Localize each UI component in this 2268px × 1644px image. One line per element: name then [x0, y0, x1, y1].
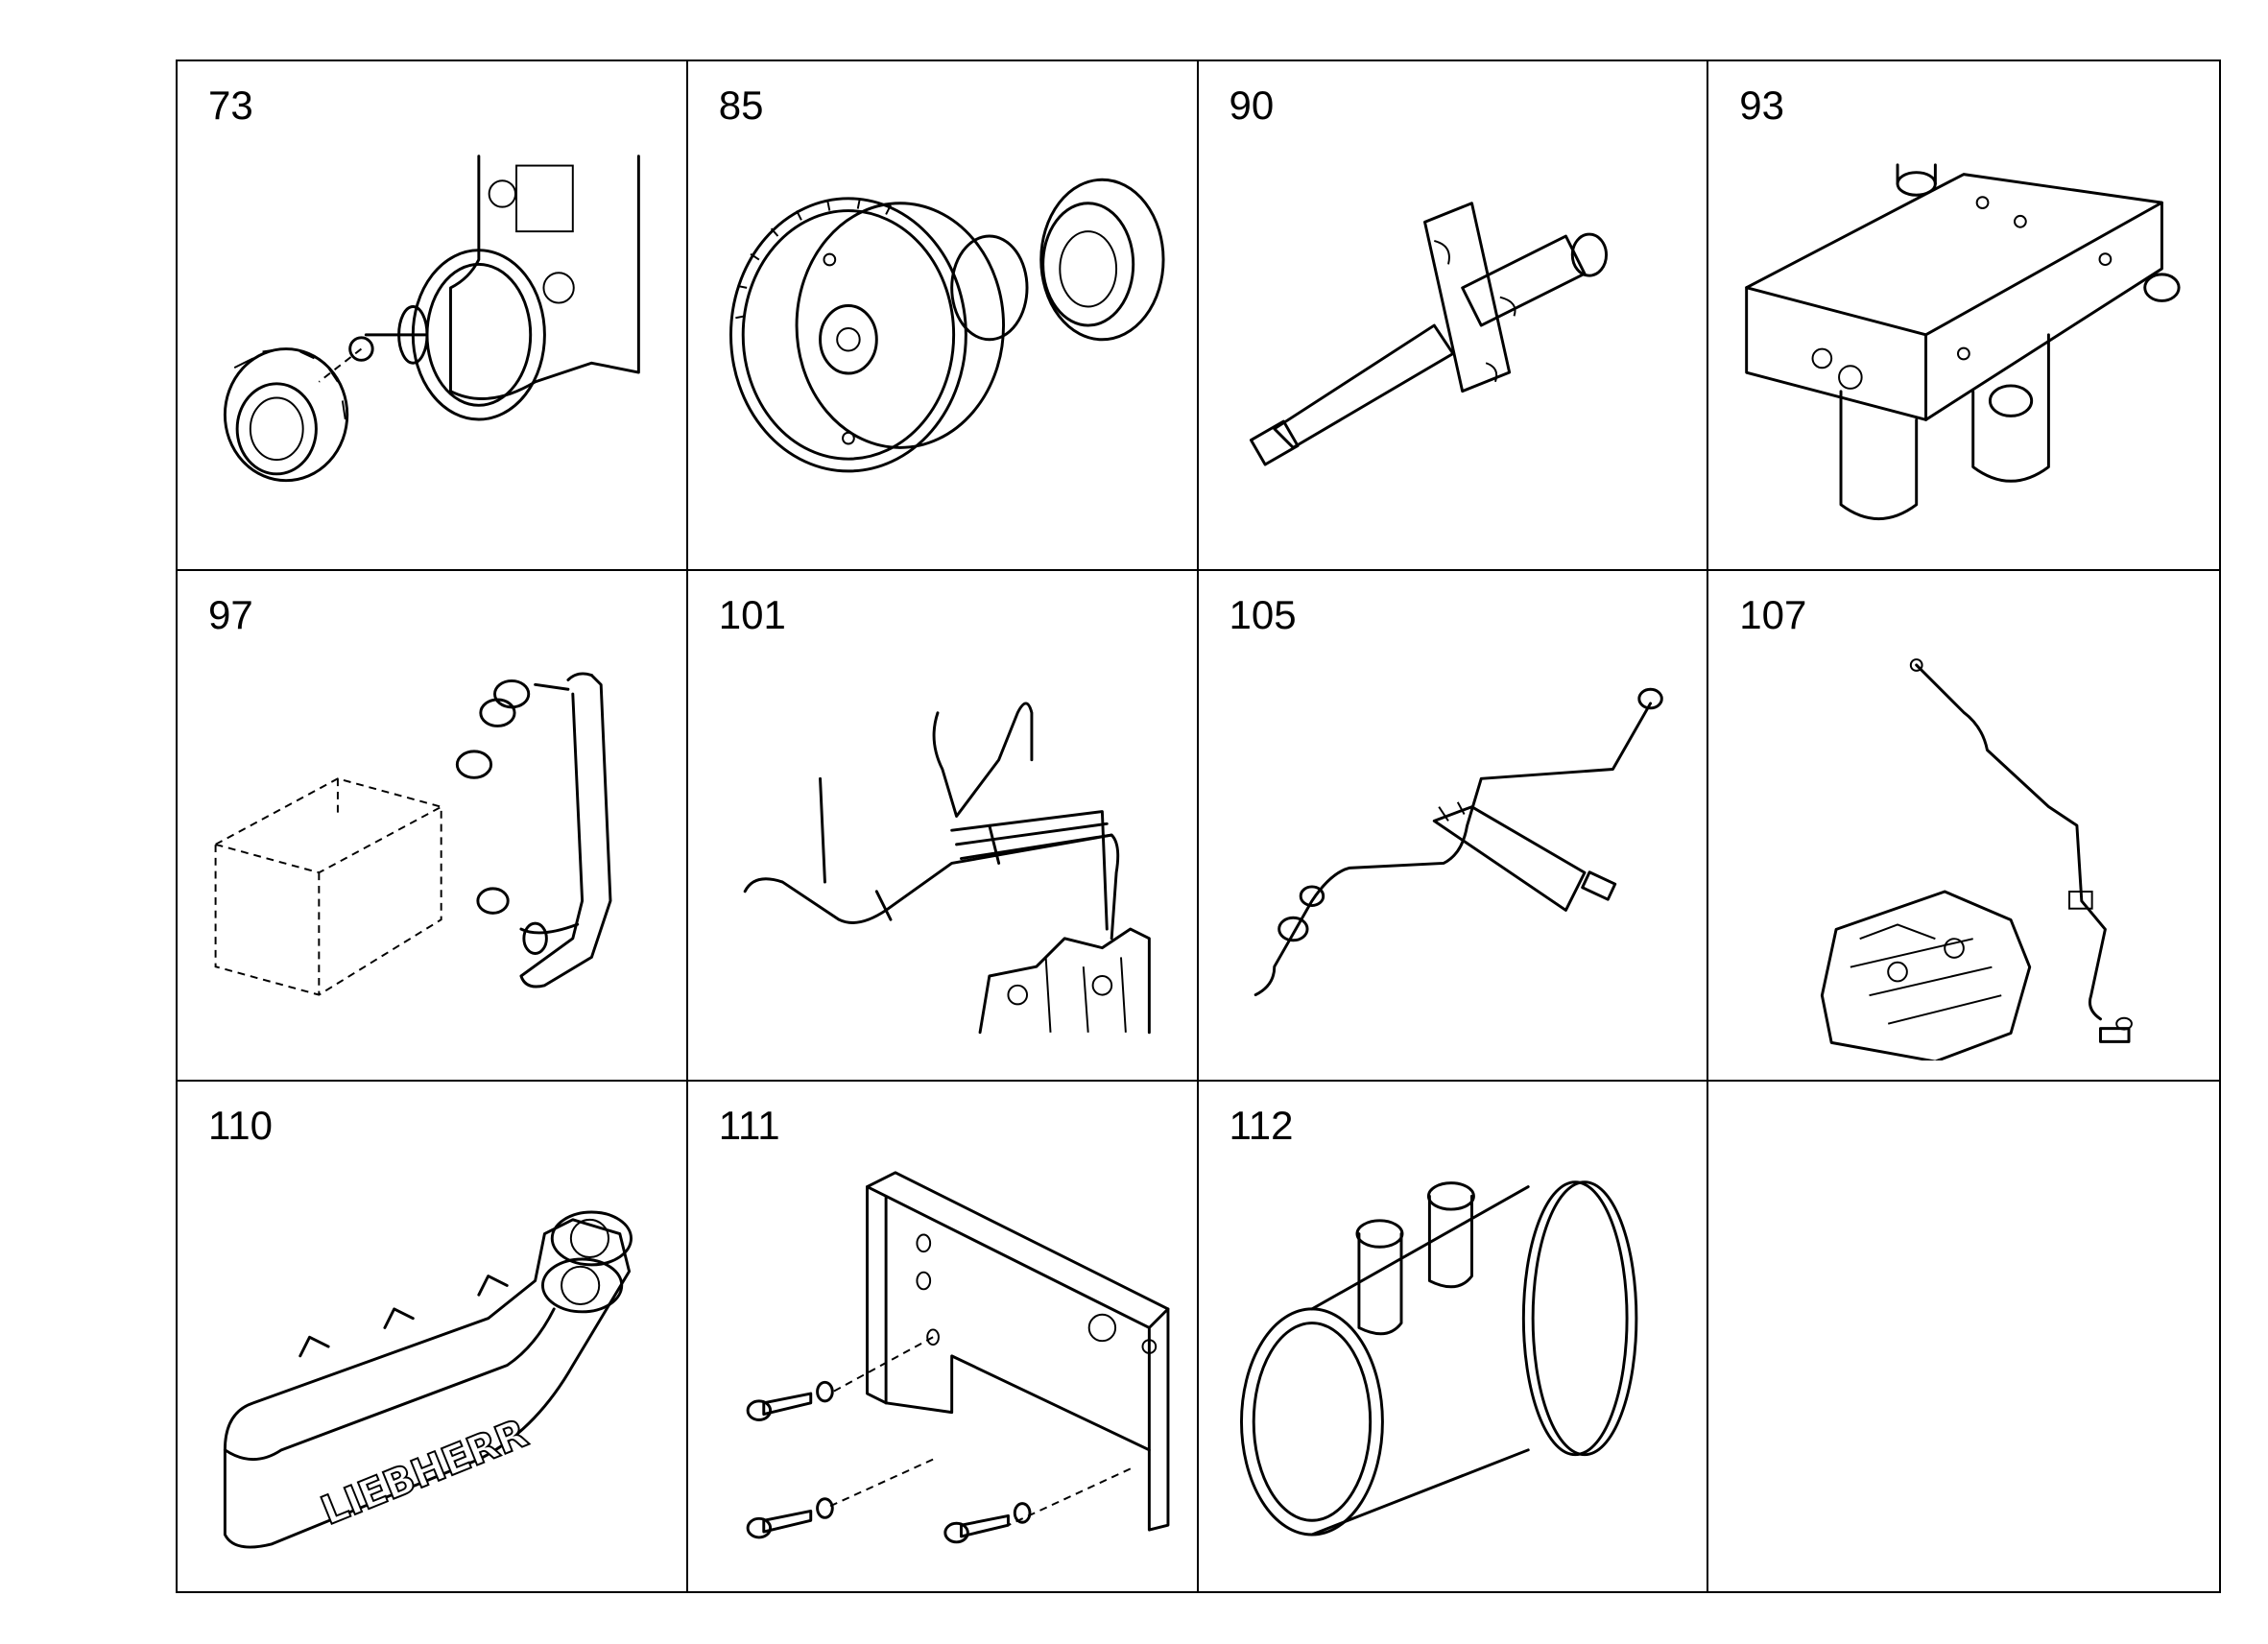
part-cell-111[interactable]: 111 — [688, 1081, 1199, 1591]
part-number: 101 — [718, 592, 786, 638]
part-cell-97[interactable]: 97 — [178, 571, 688, 1082]
part-cell-90[interactable]: 90 — [1198, 61, 1709, 572]
injection-lines-icon — [743, 702, 1151, 1035]
part-cell-107[interactable]: 107 — [1708, 571, 2219, 1082]
part-cell-110[interactable]: 110 LIEBHERR — [178, 1081, 688, 1591]
part-cell-101[interactable]: 101 — [687, 571, 1199, 1082]
part-number: 85 — [718, 83, 764, 128]
empty-cell — [1708, 1082, 2219, 1591]
part-cell-73[interactable]: 73 — [178, 61, 688, 572]
hose-adapter-icon — [1239, 1179, 1637, 1537]
valve-block-icon — [1745, 163, 2181, 521]
fuel-line-icon — [1253, 688, 1663, 997]
part-cell-105[interactable]: 105 — [1198, 571, 1709, 1082]
part-number: 93 — [1739, 83, 1784, 128]
injector-icon — [1249, 202, 1608, 466]
part-number: 90 — [1229, 83, 1275, 128]
part-cell-85[interactable]: 85 — [687, 61, 1199, 572]
mounting-bracket-icon — [746, 1171, 1170, 1543]
part-cell-112[interactable]: 112 — [1199, 1081, 1709, 1591]
part-number: 105 — [1229, 592, 1297, 638]
parts-catalog-grid: 73 85 — [176, 60, 2221, 1593]
pump-gear-icon — [223, 155, 640, 483]
part-number: 73 — [208, 83, 253, 128]
part-number: 107 — [1739, 592, 1807, 638]
oil-pipe-icon — [214, 672, 612, 996]
part-number: 110 — [208, 1102, 273, 1148]
part-number: 112 — [1229, 1102, 1294, 1148]
timing-gear-icon — [728, 178, 1165, 473]
logo-text: LIEBHERR — [315, 1410, 534, 1534]
part-cell-93[interactable]: 93 — [1708, 61, 2219, 572]
part-number: 111 — [718, 1102, 780, 1148]
pump-line-icon — [1821, 658, 2134, 1060]
exhaust-manifold-icon: LIEBHERR — [223, 1210, 633, 1549]
part-number: 97 — [208, 592, 253, 638]
